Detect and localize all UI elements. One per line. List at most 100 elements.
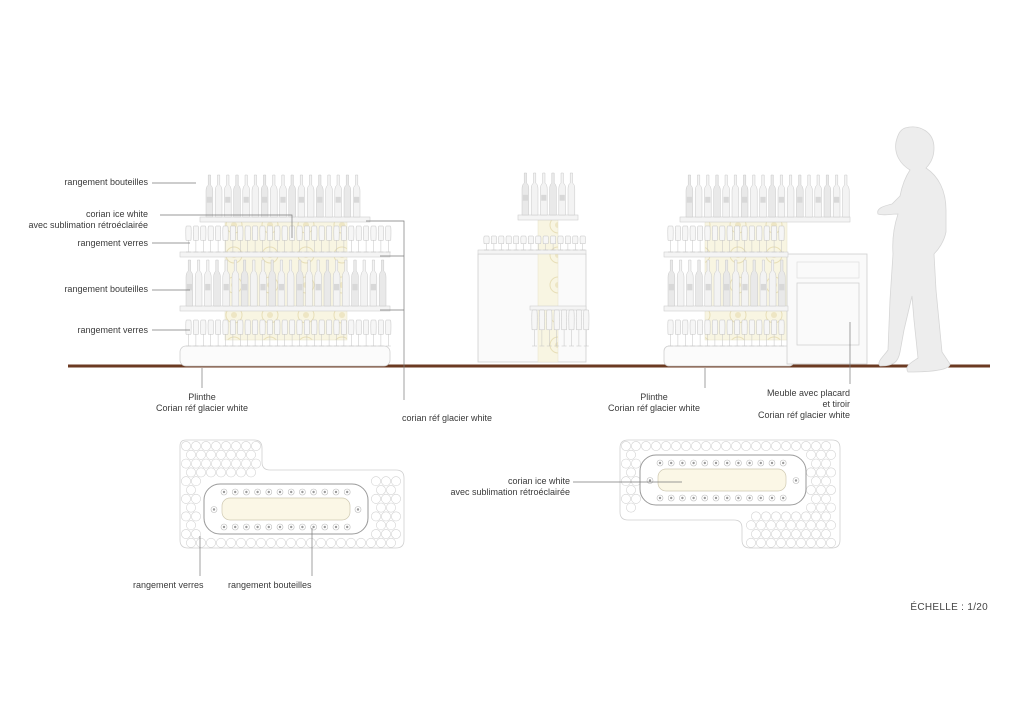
right-cupboard [786, 253, 868, 365]
bottle [667, 259, 676, 307]
bottle [713, 259, 722, 307]
bottle [842, 174, 850, 218]
bottle [750, 259, 758, 307]
wine-glass [553, 309, 560, 347]
glass-slot [191, 511, 201, 522]
bottle-neck-dot [703, 461, 706, 465]
bottle-label-band [315, 283, 321, 291]
wine-glass [513, 235, 520, 251]
bottle-neck-dot [670, 496, 673, 500]
wine-glass [340, 319, 347, 347]
wine-glass [311, 319, 318, 347]
glass-slot [801, 511, 811, 522]
bottle-label-band [724, 283, 730, 291]
person-silhouette [877, 126, 951, 373]
bottle [279, 174, 287, 218]
bottle [549, 172, 557, 216]
glass-slot [766, 520, 776, 531]
label-plinthe-right: Plinthe [640, 392, 668, 402]
bottle-label-band [260, 283, 266, 291]
wine-glass [355, 225, 362, 253]
wine-glass [281, 319, 288, 347]
glass-slot [746, 537, 756, 548]
wine-glass [568, 309, 575, 347]
bottle-label-band [668, 283, 674, 291]
wine-glass [311, 225, 318, 253]
wine-glass [185, 319, 192, 347]
glass-slot [626, 502, 636, 513]
glass-slot [191, 529, 201, 539]
wine-glass [355, 319, 362, 347]
glass-slot [236, 449, 246, 460]
glass-slot [786, 537, 796, 548]
wine-glass [579, 235, 586, 251]
bottle-neck-dot [782, 496, 785, 500]
wine-glass [326, 225, 333, 253]
glass-slot [751, 441, 761, 451]
glass-slot [221, 441, 231, 451]
bottle-neck-dot [782, 461, 785, 465]
bottle-label-band [335, 196, 341, 203]
wine-glass [778, 225, 785, 253]
glass-slot [276, 537, 286, 548]
right-plan-view [619, 439, 841, 549]
bottle-neck-dot [737, 461, 740, 465]
glass-slot [651, 441, 661, 451]
glass-slot [816, 520, 826, 531]
wine-glass [682, 319, 689, 347]
glass-slot [256, 537, 266, 548]
glass-slot [796, 520, 806, 531]
wine-glass [575, 309, 582, 347]
wine-glass [215, 319, 222, 347]
glass-slot [711, 441, 721, 451]
wine-glass [237, 319, 244, 347]
wine-glass [748, 319, 755, 347]
glass-slot [251, 458, 261, 469]
bottle-neck-dot [356, 508, 360, 511]
bottle [222, 259, 230, 307]
bottle-label-band [705, 196, 711, 203]
label-plan-rangement-bouteilles: rangement bouteilles [228, 580, 312, 590]
wine-glass [498, 235, 505, 251]
right-plinth [663, 345, 795, 367]
bottle [567, 172, 576, 216]
glass-slot [811, 476, 821, 487]
glass-slot [701, 441, 711, 451]
bottle-neck-dot [748, 496, 751, 500]
bottle-neck-dot [714, 496, 718, 500]
bottle [286, 259, 295, 307]
wine-glass [483, 235, 490, 251]
glass-slot [181, 493, 191, 504]
bottle-neck-dot [222, 525, 226, 529]
glass-slot [826, 449, 836, 460]
label-corian-glacier-center: corian réf glacier white [402, 413, 493, 423]
glass-slot [226, 537, 236, 548]
glass-slot [816, 467, 826, 478]
glass-slot [691, 441, 701, 451]
glass-slot [811, 529, 821, 539]
glass-slot [211, 441, 221, 451]
wine-glass [734, 319, 741, 347]
glass-slot [811, 441, 821, 451]
scale-label: ÉCHELLE : 1/20 [910, 602, 988, 613]
glass-slot [376, 502, 386, 513]
label-rangement-bouteilles-mid: rangement bouteilles [64, 284, 148, 294]
wine-glass [229, 319, 236, 347]
glass-slot [246, 467, 256, 478]
bottle-neck-dot [346, 490, 349, 494]
wine-glass [756, 319, 763, 347]
glass-slot [751, 511, 761, 522]
bottle-neck-dot [770, 461, 774, 465]
glass-slot [196, 467, 206, 478]
wine-glass [538, 309, 545, 347]
label-plinthe-left: Plinthe [188, 392, 216, 402]
wine-glass [252, 319, 259, 347]
wine-glass [215, 225, 222, 253]
bottle [732, 259, 740, 307]
wine-glass [583, 309, 590, 347]
label-plan-rangement-verres: rangement verres [133, 580, 204, 590]
bottle [805, 174, 813, 218]
right-leader-lines [704, 322, 851, 388]
wine-glass [726, 225, 733, 253]
glass-slot [816, 502, 826, 513]
